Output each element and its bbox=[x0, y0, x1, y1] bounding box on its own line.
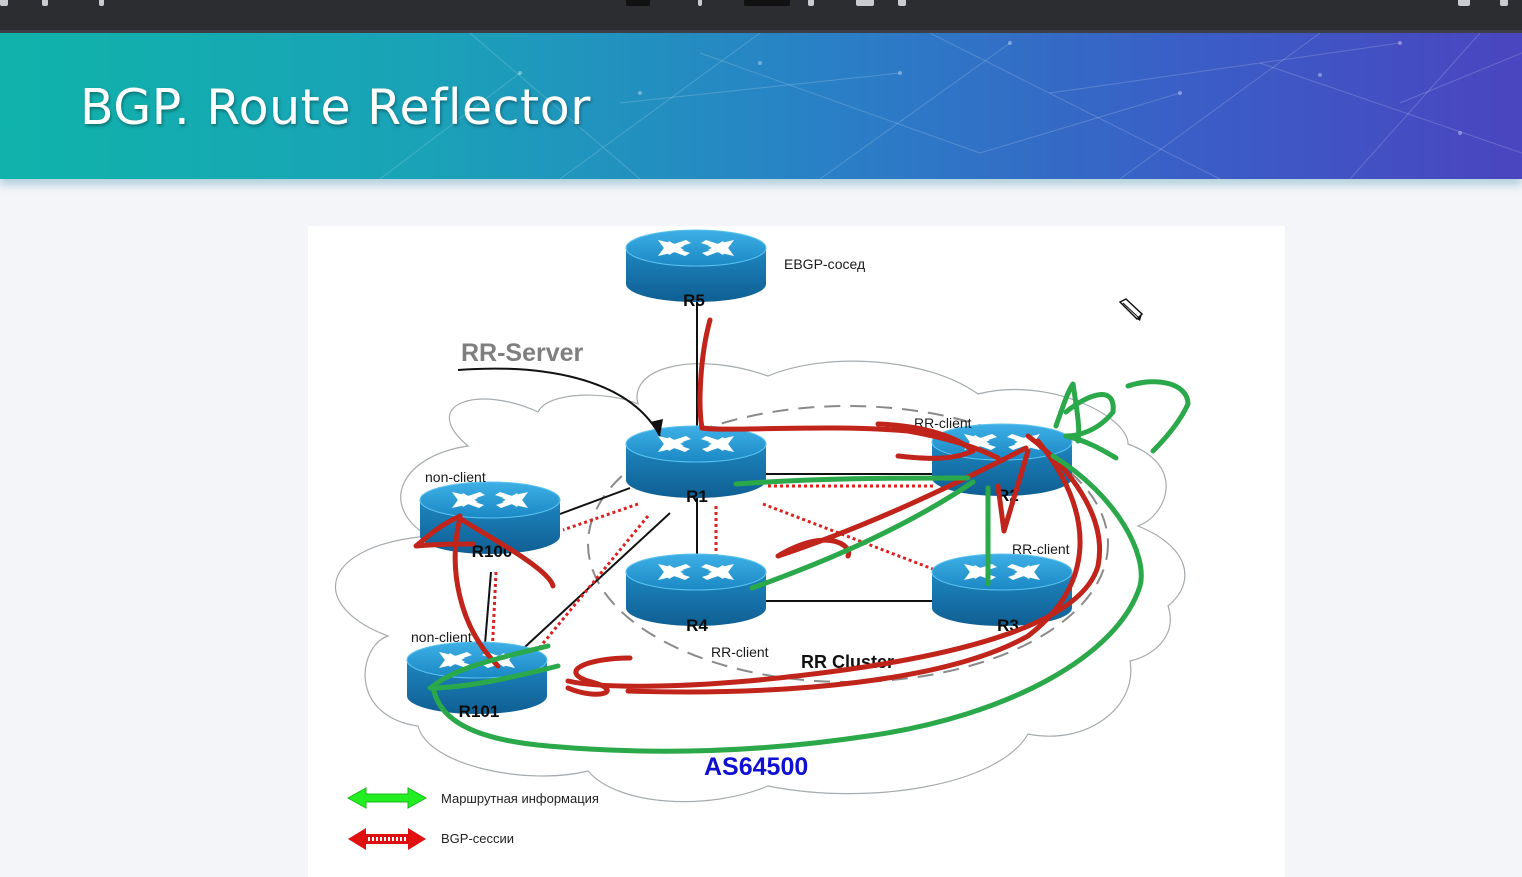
r101-role-label: non-client bbox=[411, 629, 472, 645]
as-number-label: AS64500 bbox=[704, 753, 808, 781]
toolbar-glyph[interactable] bbox=[626, 0, 650, 6]
toolbar-glyph[interactable] bbox=[698, 0, 702, 6]
rr-server-label: RR-Server bbox=[461, 339, 584, 367]
diagram-panel: R5 R1 R2 R3 R4 R100 R101 EBGP-сосед RR-S… bbox=[308, 226, 1285, 877]
bgp-topology-diagram: R5 R1 R2 R3 R4 R100 R101 EBGP-сосед RR-S… bbox=[335, 229, 1191, 850]
r4-role-label: RR-client bbox=[711, 644, 769, 660]
r3-role-label: RR-client bbox=[1012, 541, 1070, 557]
rr-server-pointer-arrow bbox=[457, 367, 661, 437]
r100-role-label: non-client bbox=[425, 469, 486, 485]
legend-green-arrow bbox=[346, 787, 428, 809]
ebgp-neighbor-label: EBGP-сосед bbox=[784, 256, 865, 272]
toolbar-glyph[interactable] bbox=[898, 0, 906, 6]
network-pattern-background bbox=[379, 33, 1522, 179]
legend-bgp-sessions-label: BGP-сессии bbox=[441, 831, 514, 846]
physical-links bbox=[483, 291, 936, 659]
pen-cursor-icon bbox=[1118, 298, 1144, 321]
close-icon[interactable] bbox=[1500, 0, 1508, 6]
r2-role-label: RR-client bbox=[914, 415, 972, 431]
window-title-bar bbox=[0, 0, 1522, 33]
router-r101-name: R101 bbox=[459, 702, 500, 721]
slide-title: BGP. Route Reflector bbox=[80, 79, 591, 136]
toolbar-glyph[interactable] bbox=[744, 0, 790, 6]
rr-server-arrowhead bbox=[650, 419, 663, 436]
slide-header-banner: BGP. Route Reflector bbox=[0, 33, 1522, 179]
minimize-icon[interactable] bbox=[1458, 0, 1470, 6]
toolbar-glyph[interactable] bbox=[856, 0, 874, 6]
router-r4-name: R4 bbox=[686, 616, 708, 635]
router-r1-name: R1 bbox=[686, 487, 708, 506]
router-r5-name: R5 bbox=[683, 291, 705, 310]
legend-routing-info-label: Маршрутная информация bbox=[441, 791, 599, 806]
toolbar-glyph[interactable] bbox=[42, 0, 48, 6]
toolbar-glyph[interactable] bbox=[0, 0, 8, 6]
toolbar-glyph[interactable] bbox=[99, 0, 104, 6]
legend-red-arrow bbox=[348, 828, 426, 850]
legend: Маршрутная информация BGP-сессии bbox=[346, 787, 599, 850]
green-pen-annotations bbox=[427, 379, 1191, 754]
red-pen-annotations bbox=[413, 317, 1102, 697]
toolbar-glyph[interactable] bbox=[808, 0, 814, 6]
